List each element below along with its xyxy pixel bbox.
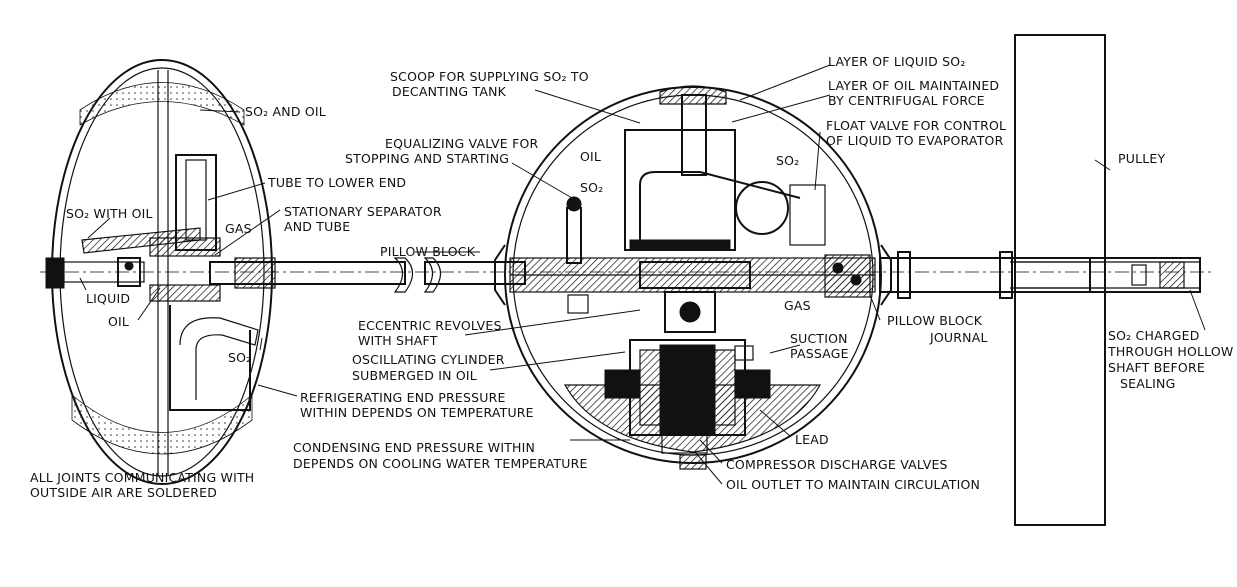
label-liquid: LIQUID	[86, 291, 130, 306]
label-joints-2: OUTSIDE AIR ARE SOLDERED	[30, 485, 217, 500]
label-scoop: SCOOP FOR SUPPLYING SO₂ TO	[390, 69, 589, 84]
label-so2-charged-2: THROUGH HOLLOW	[1107, 344, 1234, 359]
label-gas-left: GAS	[225, 221, 252, 236]
label-layer-liquid: LAYER OF LIQUID SO₂	[828, 54, 966, 69]
label-oil-left: OIL	[108, 314, 129, 329]
label-float-valve-2: OF LIQUID TO EVAPORATOR	[826, 133, 1004, 148]
label-equalizing: EQUALIZING VALVE FOR	[385, 136, 538, 151]
label-so2-and-oil: SO₂ AND OIL	[245, 104, 326, 119]
label-so2-right: SO₂	[776, 153, 799, 168]
label-so2-charged: SO₂ CHARGED	[1108, 328, 1200, 343]
label-condensing: CONDENSING END PRESSURE WITHIN	[293, 440, 535, 455]
label-suction: SUCTION	[790, 331, 848, 346]
label-joints: ALL JOINTS COMMUNICATING WITH	[30, 470, 254, 485]
label-pillow-block: PILLOW BLOCK	[380, 244, 476, 259]
evaporator-shell	[45, 59, 273, 485]
label-float-valve: FLOAT VALVE FOR CONTROL	[826, 118, 1006, 133]
label-pillow-block-journal-2: JOURNAL	[929, 330, 988, 345]
label-oscillating-2: SUBMERGED IN OIL	[352, 368, 477, 383]
leader-lines	[79, 64, 1206, 485]
label-compressor-discharge: COMPRESSOR DISCHARGE VALVES	[726, 457, 948, 472]
label-stationary-separator: STATIONARY SEPARATOR	[284, 204, 442, 219]
label-oil-outlet: OIL OUTLET TO MAINTAIN CIRCULATION	[726, 477, 980, 492]
label-pulley: PULLEY	[1118, 151, 1166, 166]
label-condensing-2: DEPENDS ON COOLING WATER TEMPERATURE	[293, 456, 588, 471]
label-lead: LEAD	[795, 432, 829, 447]
label-tube-to-lower-end: TUBE TO LOWER END	[267, 175, 406, 190]
label-pillow-block-journal: PILLOW BLOCK	[887, 313, 983, 328]
label-oil-center: OIL	[580, 149, 601, 164]
pulley	[1014, 34, 1106, 526]
label-so2-left: SO₂	[228, 350, 251, 365]
condenser-sphere	[494, 85, 892, 470]
hollow-shaft-left	[209, 257, 526, 293]
labels: SO₂ AND OIL SO₂ WITH OIL TUBE TO LOWER E…	[30, 54, 1234, 500]
label-so2-charged-4: SEALING	[1120, 376, 1175, 391]
label-refrigerating: REFRIGERATING END PRESSURE	[300, 390, 506, 405]
label-refrigerating-2: WITHIN DEPENDS ON TEMPERATURE	[300, 405, 534, 420]
label-so2-center: SO₂	[580, 180, 603, 195]
label-eccentric-2: WITH SHAFT	[358, 333, 438, 348]
label-so2-with-oil: SO₂ WITH OIL	[66, 206, 153, 221]
label-so2-charged-3: SHAFT BEFORE	[1108, 360, 1205, 375]
label-stationary-separator-2: AND TUBE	[284, 219, 350, 234]
label-layer-oil-2: BY CENTRIFUGAL FORCE	[828, 93, 985, 108]
label-oscillating: OSCILLATING CYLINDER	[352, 352, 505, 367]
label-eccentric: ECCENTRIC REVOLVES	[358, 318, 502, 333]
label-gas-center: GAS	[784, 298, 811, 313]
label-scoop-2: DECANTING TANK	[392, 84, 507, 99]
label-suction-2: PASSAGE	[790, 346, 849, 361]
label-equalizing-2: STOPPING AND STARTING	[345, 151, 509, 166]
label-layer-oil: LAYER OF OIL MAINTAINED	[828, 78, 999, 93]
